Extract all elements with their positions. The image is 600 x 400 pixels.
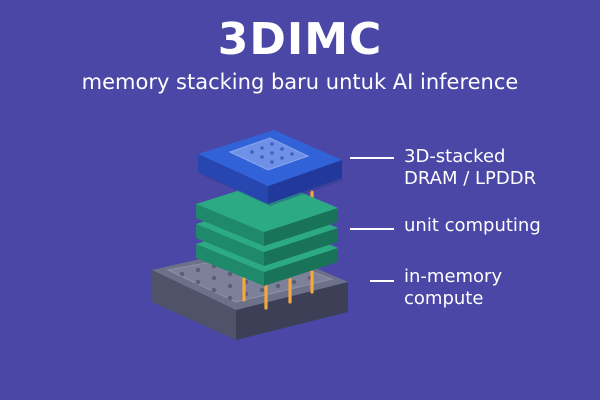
callout-line-imc — [370, 280, 394, 282]
title: 3DIMC — [217, 14, 383, 65]
dram-chip — [198, 130, 344, 206]
label-imc: in-memory compute — [404, 266, 502, 310]
label-imc-line2: compute — [404, 288, 484, 309]
subtitle: memory stacking baru untuk AI inference — [81, 70, 519, 94]
compute-layer-top — [196, 180, 338, 246]
label-compute: unit computing — [404, 215, 541, 237]
label-dram-line1: 3D-stacked — [404, 146, 506, 167]
callout-line-compute — [350, 228, 394, 230]
label-imc-line1: in-memory — [404, 266, 503, 287]
label-dram-line2: DRAM / LPDDR — [404, 168, 537, 189]
dram-chip-dots — [250, 142, 294, 164]
label-compute-line1: unit computing — [404, 215, 541, 236]
callout-line-dram — [350, 157, 394, 159]
label-dram: 3D-stacked DRAM / LPDDR — [404, 146, 536, 190]
